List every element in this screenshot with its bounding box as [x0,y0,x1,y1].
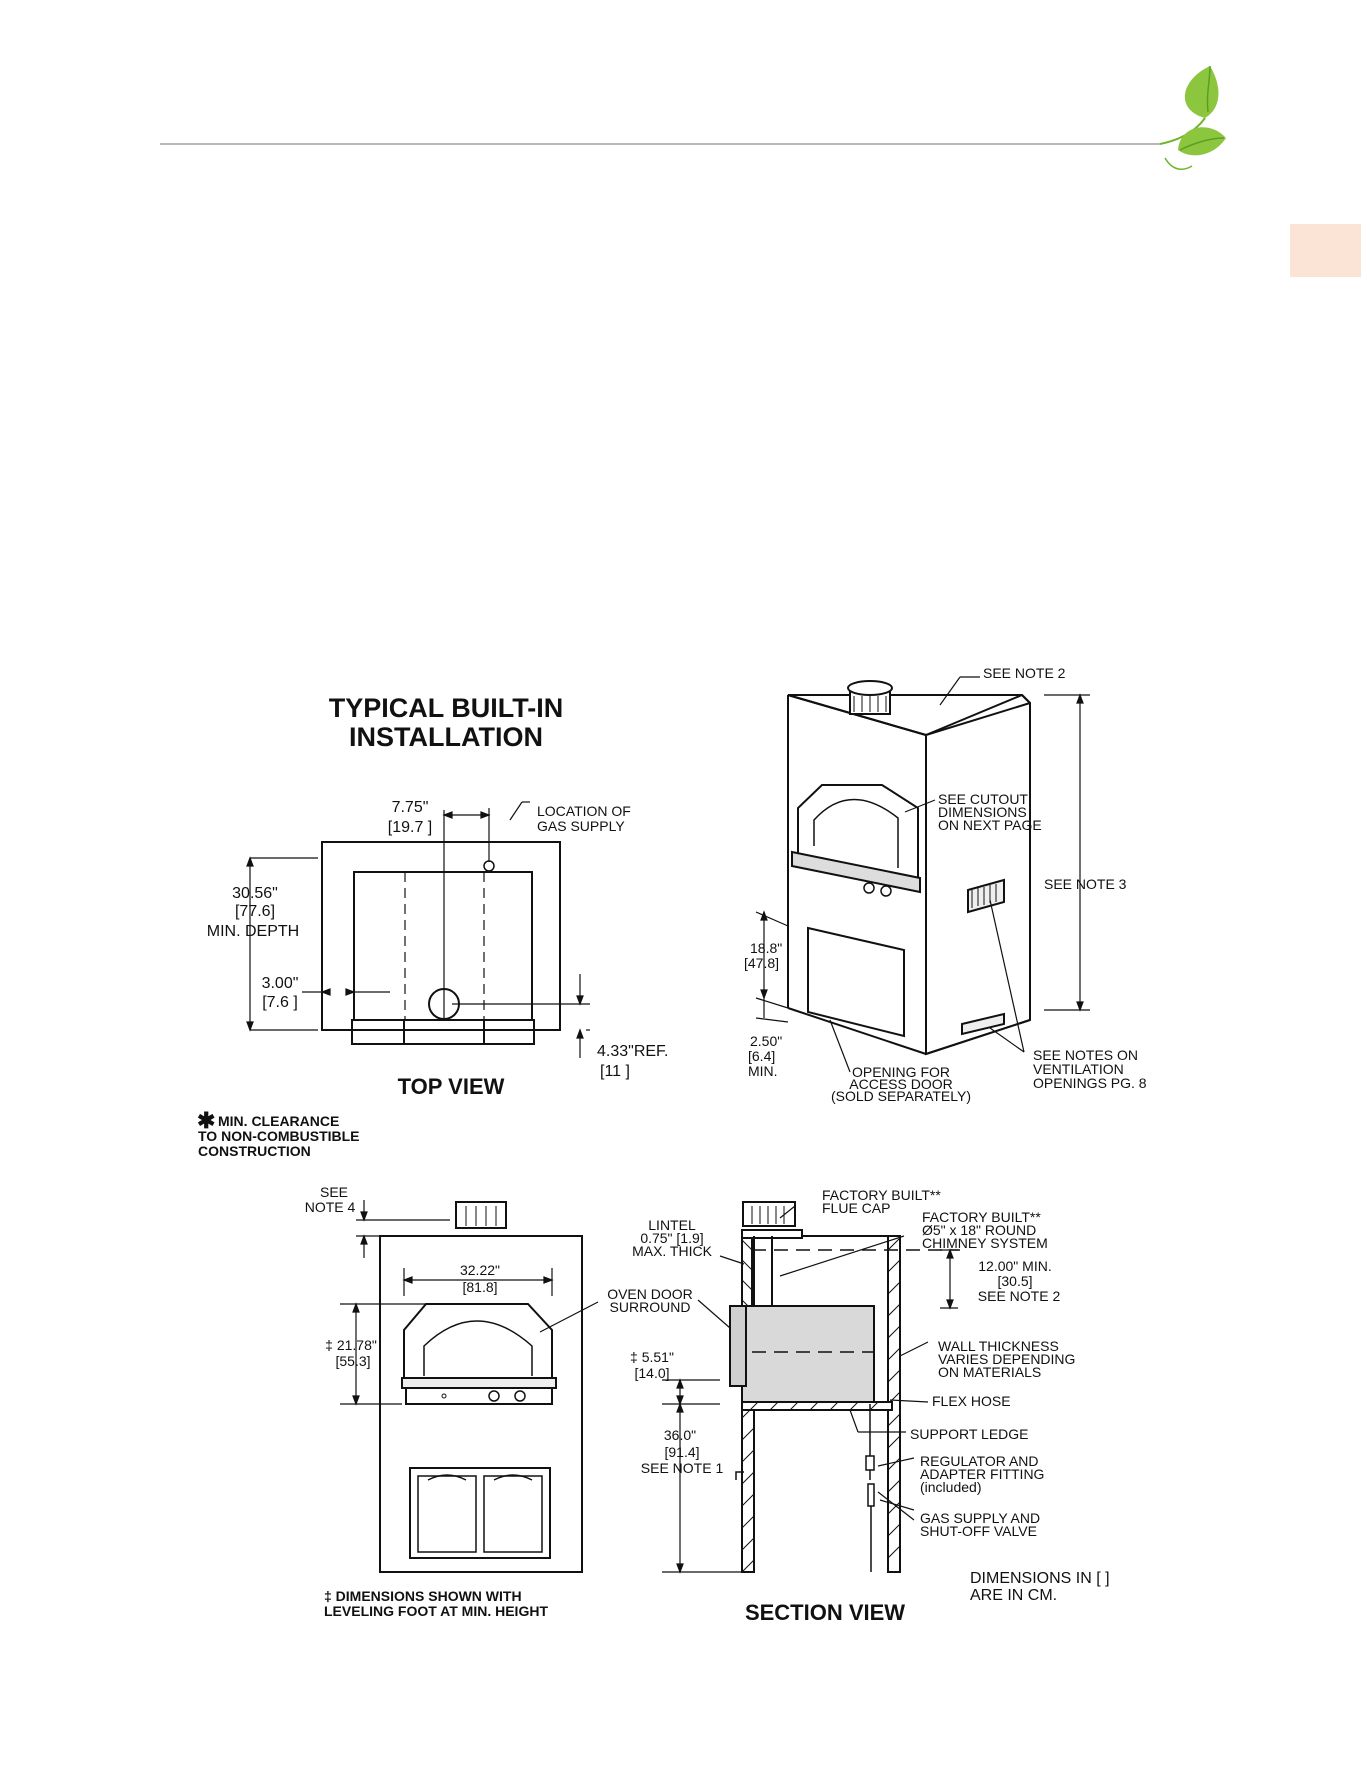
front-height-cm: [55.3] [335,1353,370,1369]
top-ref-in: 4.33"REF. [597,1043,669,1060]
section-wall-label-3: ON MATERIALS [938,1364,1041,1380]
section-lintel-label-3: MAX. THICK [632,1243,713,1259]
clearance-star-icon: ✱ [197,1108,215,1133]
main-title-line2: INSTALLATION [349,722,543,752]
top-view-drawing [321,810,561,1045]
top-clearance-cm: [7.6 ] [262,994,298,1011]
top-ref-cm: [11 ] [600,1063,630,1080]
gas-location-label-2: GAS SUPPLY [537,818,625,834]
section-chimney-label-1: FACTORY BUILT** [922,1209,1041,1225]
leaf-logo-icon [1159,65,1226,171]
section-height-cm: [91.4] [664,1444,699,1460]
section-dimensions [662,1205,958,1574]
top-width-cm: [19.7 ] [388,819,432,836]
iso-opening-label-1: OPENING FOR [852,1064,950,1080]
section-height-note: SEE NOTE 1 [641,1460,724,1476]
section-tab [1290,224,1361,277]
section-regulator-label-3: (included) [920,1479,981,1495]
section-d1-in: ‡ 5.51" [630,1349,674,1365]
iso-cutout-label-2: DIMENSIONS [938,804,1027,820]
section-lintel-label-2: 0.75" [1.9] [640,1230,703,1246]
iso-vent-label-2: VENTILATION [1033,1061,1124,1077]
section-min-label-1: 12.00" MIN. [978,1258,1051,1274]
section-chimney-label-2: Ø5" x 18" ROUND [922,1222,1036,1238]
section-view-title: SECTION VIEW [745,1600,905,1625]
iso-cutout-label-3: ON NEXT PAGE [938,817,1042,833]
section-d1-cm: [14.0] [634,1365,669,1381]
front-width-cm: [81.8] [462,1279,497,1295]
section-wall-label-1: WALL THICKNESS [938,1338,1059,1354]
front-height-in: ‡ 21.78" [325,1337,377,1353]
section-lintel-label-1: LINTEL [648,1217,696,1233]
clearance-note-3: CONSTRUCTION [198,1143,311,1159]
dimensions-note-1: DIMENSIONS IN [ ] [970,1570,1110,1587]
section-regulator-label-2: ADAPTER FITTING [920,1466,1044,1482]
iso-vent-label-3: OPENINGS PG. 8 [1033,1075,1147,1091]
front-view-drawing [379,1201,583,1573]
top-depth-in: 30.56" [232,885,278,902]
section-view-drawing [729,1201,960,1573]
iso-enclosure-drawing [787,680,1031,1056]
iso-opening-label-2: ACCESS DOOR [849,1076,952,1092]
main-title-line1: TYPICAL BUILT-IN [329,693,564,723]
section-door-label-1: OVEN DOOR [607,1286,693,1302]
iso-h2-label: MIN. [748,1063,778,1079]
section-gas-label-1: GAS SUPPLY AND [920,1510,1040,1526]
top-depth-cm: [77.6] [235,903,275,920]
top-clearance-in: 3.00" [262,975,299,992]
section-ledge-label: SUPPORT LEDGE [910,1426,1029,1442]
section-flue-label-2: FLUE CAP [822,1200,890,1216]
front-dimensions [340,1200,599,1406]
iso-note3-label: SEE NOTE 3 [1044,876,1127,892]
section-door-label-2: SURROUND [610,1299,691,1315]
front-width-in: 32.22" [460,1262,500,1278]
section-min-label-2: [30.5] [997,1273,1032,1289]
iso-dimensions [755,676,1090,1073]
front-footnote-1: ‡ DIMENSIONS SHOWN WITH [324,1588,522,1604]
top-width-in: 7.75" [392,799,429,816]
section-flex-label: FLEX HOSE [932,1393,1011,1409]
section-flue-label-1: FACTORY BUILT** [822,1187,941,1203]
section-chimney-label-3: CHIMNEY SYSTEM [922,1235,1048,1251]
section-wall-label-2: VARIES DEPENDING [938,1351,1075,1367]
section-min-label-3: SEE NOTE 2 [978,1288,1061,1304]
top-view-title: TOP VIEW [398,1074,505,1099]
section-regulator-label-1: REGULATOR AND [920,1453,1039,1469]
clearance-note-2: TO NON-COMBUSTIBLE [198,1128,360,1144]
front-footnote-2: LEVELING FOOT AT MIN. HEIGHT [324,1603,548,1619]
iso-h1-in: 18.8" [750,940,782,956]
iso-vent-label-1: SEE NOTES ON [1033,1047,1138,1063]
iso-h2-cm: [6.4] [748,1048,775,1064]
iso-opening-label-3: (SOLD SEPARATELY) [831,1088,971,1104]
front-see-label-2: NOTE 4 [305,1199,356,1215]
iso-h2-in: 2.50" [750,1033,782,1049]
section-height-in: 36.0" [664,1427,696,1443]
dimensions-note-2: ARE IN CM. [970,1587,1057,1604]
gas-location-label-1: LOCATION OF [537,803,631,819]
top-depth-label: MIN. DEPTH [207,923,299,940]
clearance-note-1: MIN. CLEARANCE [218,1113,339,1129]
front-see-label-1: SEE [320,1184,348,1200]
iso-cutout-label-1: SEE CUTOUT [938,791,1028,807]
iso-note2-label: SEE NOTE 2 [983,665,1066,681]
section-gas-label-2: SHUT-OFF VALVE [920,1523,1037,1539]
top-view-dimensions [246,801,590,1058]
iso-h1-cm: [47.8] [744,955,779,971]
